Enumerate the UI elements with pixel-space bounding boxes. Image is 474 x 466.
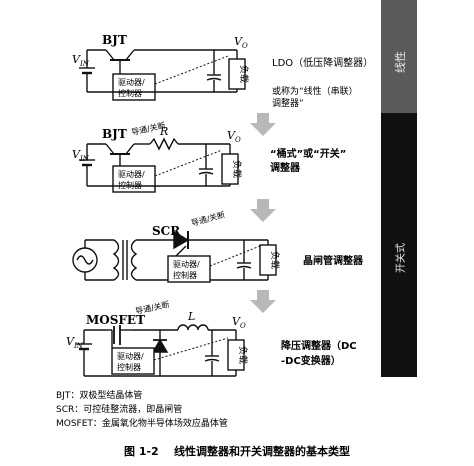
freewheel-diode (151, 330, 169, 376)
flow-arrow-3 (250, 290, 276, 313)
mosfet (106, 325, 132, 348)
output-capacitor (206, 50, 222, 92)
feedback-line (154, 149, 223, 177)
feedback-line (153, 337, 229, 361)
circuit-bucket (79, 137, 239, 193)
input-battery (79, 144, 95, 186)
load-label: 负载 (269, 251, 281, 269)
input-battery (76, 330, 92, 376)
resistor (149, 137, 179, 151)
mosfet-label: MOSFET (86, 313, 145, 327)
switch-note: 导通/关断 (134, 299, 170, 316)
driver-label-2: 控制器 (117, 362, 141, 372)
transformer (112, 239, 138, 281)
driver-controller-box (167, 255, 211, 283)
legend-mosfet: MOSFET：金属氧化物半导体场效应晶体管 (56, 417, 228, 429)
vo-label: VO (234, 35, 248, 50)
ldo-caption-1: LDO（低压降调整器） (272, 56, 373, 69)
buck-caption-2: -DC变换器） (281, 354, 341, 367)
switching-tab (381, 113, 417, 377)
load-label: 负载 (238, 65, 250, 83)
ldo-caption-2: 或称为“线性（串联） (272, 85, 358, 97)
driver-controller-box (112, 165, 156, 193)
flow-arrow-2 (250, 199, 276, 222)
circuit-ldo (79, 49, 246, 101)
buck-caption-1: 降压调整器（DC (281, 339, 357, 352)
inductor (177, 324, 209, 331)
vo-label: VO (227, 129, 241, 144)
vo-label: VO (232, 315, 246, 330)
driver-label-2: 控制器 (173, 270, 197, 280)
bjt-transistor (105, 49, 135, 74)
output-capacitor (204, 330, 220, 376)
ldo-caption-3: 调整器” (272, 97, 304, 109)
feedback-line (154, 55, 229, 85)
output-capacitor (236, 240, 252, 280)
resistor-label: R (159, 125, 168, 138)
output-capacitor (198, 144, 214, 186)
load-label: 负载 (237, 346, 249, 364)
feedback-line (209, 245, 261, 267)
switch-note: 导通/关断 (190, 209, 226, 228)
figure-caption: 图 1-2 线性调整器和开关调整器的基本类型 (124, 444, 350, 458)
inductor-label: L (187, 310, 195, 323)
linear-tab (381, 0, 417, 113)
driver-label-1: 驱动器/ (173, 259, 200, 269)
vin-label: VIN (72, 53, 90, 68)
load-label: 负载 (231, 160, 243, 178)
vin-label: VIN (66, 335, 84, 350)
driver-controller-box (112, 73, 156, 101)
circuit-scr (72, 230, 277, 283)
circuit-buck (76, 324, 245, 377)
input-battery (79, 50, 95, 92)
flow-arrow-1 (250, 113, 276, 136)
driver-label-2: 控制器 (118, 88, 142, 98)
legend-bjt: BJT：双极型结晶体管 (56, 389, 142, 401)
linear-tab-label: 线性 (393, 51, 407, 73)
bjt-label: BJT (102, 127, 127, 141)
legend-scr: SCR：可控硅整流器，即晶闸管 (56, 403, 182, 415)
bucket-caption-1: “桶式”或“开关” (270, 147, 346, 160)
vin-label: VIN (72, 148, 90, 163)
bjt-transistor (105, 143, 135, 166)
driver-controller-box (111, 347, 155, 375)
driver-label-1: 驱动器/ (117, 351, 144, 361)
bucket-caption-2: 调整器 (270, 161, 301, 174)
scr-label: SCR (152, 224, 181, 238)
driver-label-1: 驱动器/ (118, 77, 145, 87)
switching-tab-label: 开关式 (394, 243, 407, 273)
bjt-label: BJT (102, 33, 127, 47)
driver-label-2: 控制器 (118, 180, 142, 190)
ac-source (72, 247, 98, 273)
scr-caption: 晶闸管调整器 (303, 254, 364, 267)
driver-label-1: 驱动器/ (118, 169, 145, 179)
